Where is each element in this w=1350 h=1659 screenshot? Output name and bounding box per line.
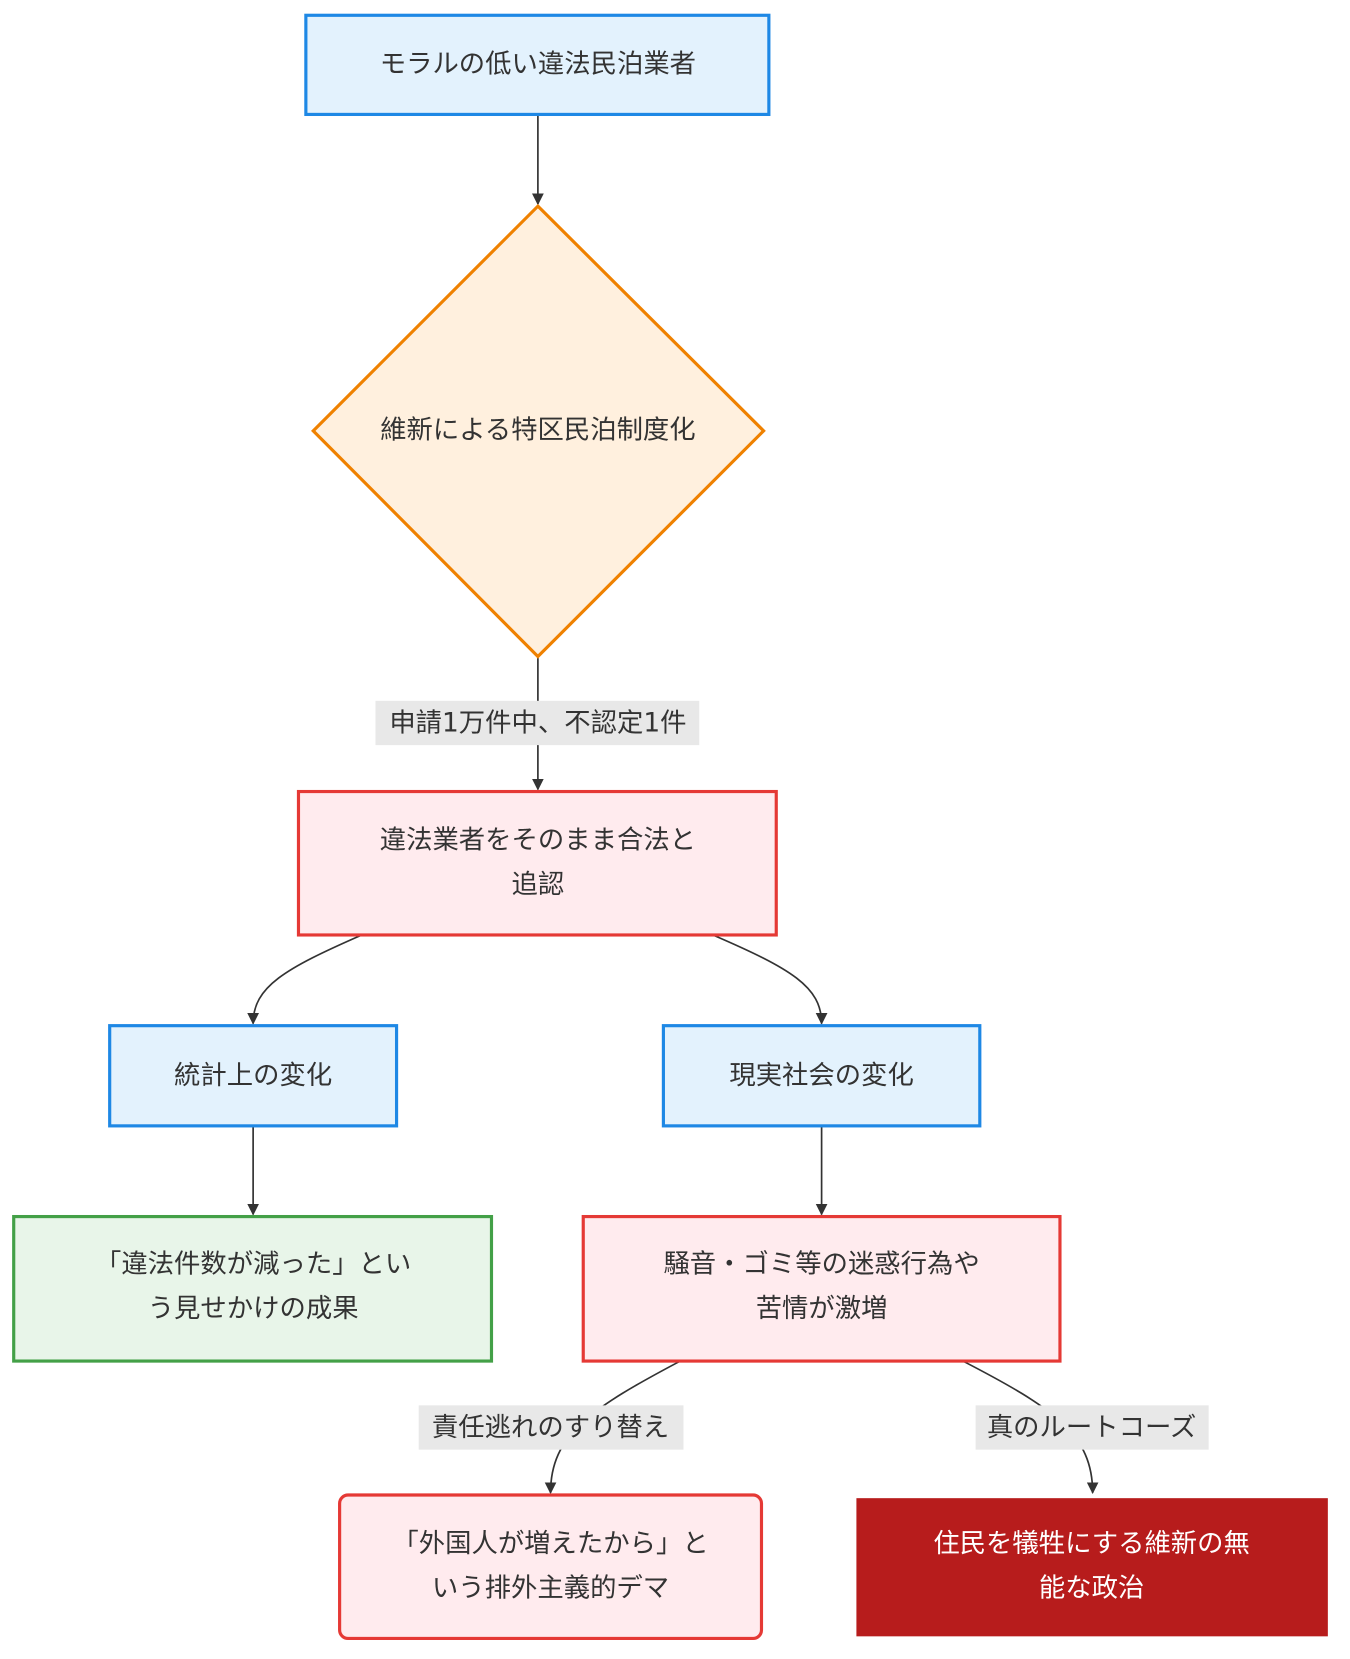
edge-label-true-cause: 真のルートコーズ bbox=[975, 1405, 1209, 1450]
edge-label-approval: 申請1万件中、不認定1件 bbox=[375, 700, 700, 746]
node-root-cause-line2: 能な政治 bbox=[1039, 1573, 1144, 1603]
node-operators-text: モラルの低い違法民泊業者 bbox=[380, 49, 696, 79]
node-complaints-line1: 騒音・ゴミ等の迷惑行為や bbox=[663, 1250, 979, 1280]
node-demagogy: 「外国人が増えたから」と いう排外主義的デマ bbox=[338, 1493, 764, 1641]
node-stats: 統計上の変化 bbox=[108, 1024, 399, 1128]
node-decision-text: 維新による特区民泊制度化 bbox=[380, 415, 696, 445]
node-complaints: 騒音・ゴミ等の迷惑行為や 苦情が激増 bbox=[581, 1214, 1062, 1363]
node-legalize: 違法業者をそのまま合法と 追認 bbox=[296, 789, 778, 937]
node-fake-result-line1: 「違法件数が減った」とい bbox=[95, 1250, 411, 1280]
node-legalize-line2: 追認 bbox=[512, 870, 565, 900]
node-fake-result-line2: う見せかけの成果 bbox=[148, 1294, 359, 1324]
node-stats-text: 統計上の変化 bbox=[174, 1061, 332, 1091]
node-root-cause: 住民を犠牲にする維新の無 能な政治 bbox=[856, 1498, 1328, 1637]
edge-legalize-stats bbox=[247, 934, 363, 1025]
node-demagogy-line1: 「外国人が増えたから」と bbox=[392, 1529, 708, 1559]
node-demagogy-line2: いう排外主義的デマ bbox=[432, 1573, 669, 1603]
node-operators: モラルの低い違法民泊業者 bbox=[304, 13, 771, 117]
edge-label-true-cause-text: 真のルートコーズ bbox=[987, 1413, 1197, 1443]
edge-label-approval-text: 申請1万件中、不認定1件 bbox=[389, 709, 686, 739]
node-reality: 現実社会の変化 bbox=[661, 1024, 982, 1128]
node-fake-result: 「違法件数が減った」とい う見せかけの成果 bbox=[12, 1214, 494, 1363]
edge-label-scapegoat-text: 責任逃れのすり替え bbox=[432, 1413, 669, 1443]
edge-label-scapegoat: 責任逃れのすり替え bbox=[418, 1405, 684, 1450]
node-complaints-line2: 苦情が激増 bbox=[756, 1294, 888, 1324]
node-legalize-line1: 違法業者をそのまま合法と bbox=[380, 826, 696, 856]
edge-legalize-reality bbox=[712, 934, 828, 1025]
node-reality-text: 現実社会の変化 bbox=[729, 1061, 914, 1091]
node-root-cause-line1: 住民を犠牲にする維新の無 bbox=[933, 1529, 1250, 1559]
node-decision: 維新による特区民泊制度化 bbox=[311, 203, 766, 659]
